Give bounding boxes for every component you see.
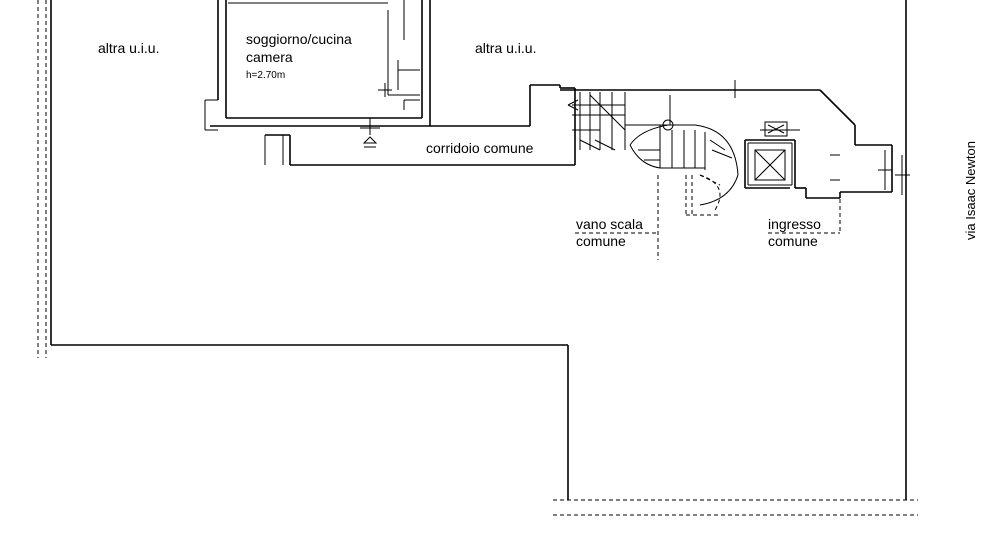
left-unit-label: altra u.i.u. [98, 40, 159, 56]
entrance-label-line2: comune [768, 233, 818, 249]
entrance-label-line1: ingresso [768, 216, 821, 232]
bedroom-label: camera [246, 49, 293, 65]
stairwell [560, 80, 893, 260]
right-unit-label: altra u.i.u. [475, 40, 536, 56]
apartment-walls [204, 0, 431, 131]
street-label: via Isaac Newton [963, 141, 978, 240]
left-boundary [37, 0, 569, 500]
corridor-walls [210, 84, 576, 166]
ceiling-height-label: h=2.70m [246, 70, 285, 81]
stairwell-label-line2: comune [576, 233, 626, 249]
right-boundary [895, 0, 910, 500]
stairwell-label-line1: vano scala [576, 216, 643, 232]
corridor-label: corridoio comune [426, 140, 534, 156]
living-room-label: soggiorno/cucina [246, 31, 352, 47]
bottom-boundary [553, 499, 918, 516]
